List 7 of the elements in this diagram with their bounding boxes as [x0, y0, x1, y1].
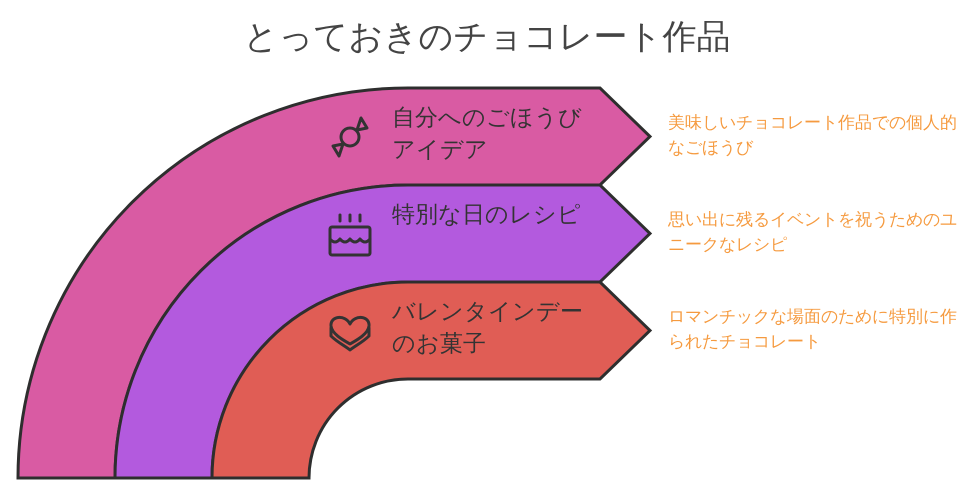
band-label: 自分へのごほうびアイデア	[392, 104, 583, 165]
band-label: 特別な日のレシピ	[392, 201, 582, 230]
description-text: 美味しいチョコレート作品での個人的なごほうび	[668, 112, 958, 160]
title: とっておきのチョコレート作品	[242, 16, 732, 59]
band-label: バレンタインデーのお菓子	[392, 298, 584, 359]
description-text: ロマンチックな場面のために特別に作られたチョコレート	[668, 306, 958, 354]
description-text: 思い出に残るイベントを祝うためのユニークなレシピ	[668, 209, 958, 257]
